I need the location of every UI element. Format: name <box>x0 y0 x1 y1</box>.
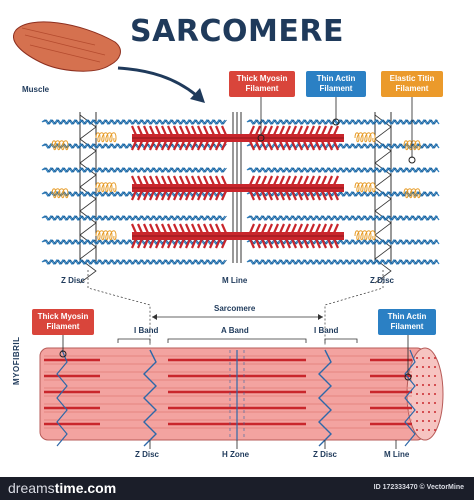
z-disc-left-lattice <box>79 114 97 284</box>
a-band-label: A Band <box>221 326 249 335</box>
titin-right-1 <box>354 182 376 193</box>
actin-right-6-strand <box>248 259 438 265</box>
i-band-right-bracket <box>324 338 358 343</box>
zoom-arrow <box>117 66 197 97</box>
myofibril-end <box>406 347 444 441</box>
watermark: dreamstime.com <box>8 480 117 496</box>
titin-callout-dot <box>408 156 416 164</box>
actin-left-4 <box>41 214 226 222</box>
titin-left-0 <box>95 132 117 143</box>
h-zone-label: H Zone <box>222 450 250 459</box>
titin-outer-right-0 <box>403 140 421 151</box>
sarcomere-label: Sarcomere <box>214 304 256 313</box>
z-disc-bottom-right-label: Z Disc <box>313 450 338 459</box>
myofibril-z-disc-1 <box>318 349 332 447</box>
titin-outer-left-1 <box>51 188 69 199</box>
actin-right-6 <box>246 258 440 266</box>
myosin-1-heads <box>130 175 340 201</box>
zoom-arrow-head <box>190 88 205 103</box>
actin-left-4-strand <box>43 215 227 221</box>
actin-right-5 <box>246 238 440 246</box>
titin-left-1 <box>95 182 117 193</box>
actin-right-3 <box>246 190 440 198</box>
projection-left <box>87 270 151 345</box>
z-disc-right-lattice <box>374 114 392 284</box>
actin-right-0-strand <box>248 119 438 125</box>
myofibril-edge-z-1 <box>404 349 416 447</box>
titin-left-2 <box>95 230 117 241</box>
myofibril-end-pattern <box>416 357 436 431</box>
actin-right-2 <box>246 166 440 174</box>
footer-bar <box>0 477 474 500</box>
i-band-left-label: I Band <box>134 326 159 335</box>
z-disc-right-label: Z Disc <box>370 276 395 285</box>
actin-left-0 <box>41 118 226 126</box>
muscle-illustration <box>13 21 121 72</box>
actin-right-5-strand <box>248 239 438 245</box>
actin-right-4 <box>246 214 440 222</box>
titin-outer-right-1 <box>403 188 421 199</box>
actin-left-2 <box>41 166 226 174</box>
image-id: ID 172333470 © VectorMine <box>373 484 464 491</box>
a-band-bracket <box>167 338 307 343</box>
bottom-myosin-dot <box>59 350 67 358</box>
myofibril-body <box>39 347 426 441</box>
bottom-actin-dot <box>404 373 412 381</box>
z-disc-left-label: Z Disc <box>61 276 86 285</box>
actin-left-2-strand <box>43 167 227 173</box>
i-band-right-label: I Band <box>314 326 339 335</box>
actin-right-2-strand <box>248 167 438 173</box>
muscle-fibers <box>21 27 106 63</box>
myofibril-label: MYOFIBRIL <box>12 336 21 386</box>
titin-outer-left-0 <box>51 140 69 151</box>
titin-right-0 <box>354 132 376 143</box>
actin-callout-dot <box>332 118 340 126</box>
titin-right-2 <box>354 230 376 241</box>
myosin-0-heads <box>130 125 340 151</box>
page-title: SARCOMERE <box>130 14 344 49</box>
muscle-label: Muscle <box>22 85 50 94</box>
actin-right-4-strand <box>248 215 438 221</box>
projection-right <box>324 270 384 345</box>
m-line-bottom-label: M Line <box>384 450 410 459</box>
i-band-left-bracket <box>117 338 151 343</box>
actin-left-6-strand <box>43 259 227 265</box>
actin-left-1-strand <box>43 143 227 149</box>
myosin-2-heads <box>130 223 340 249</box>
actin-right-1 <box>246 142 440 150</box>
myofibril-z-disc-0 <box>143 349 157 447</box>
m-line-top-label: M Line <box>222 276 248 285</box>
actin-left-0-strand <box>43 119 227 125</box>
actin-left-6 <box>41 258 226 266</box>
z-disc-bottom-left-label: Z Disc <box>135 450 160 459</box>
myofibril-edge-z-0 <box>56 349 68 447</box>
actin-right-0 <box>246 118 440 126</box>
myosin-callout-dot <box>257 134 265 142</box>
